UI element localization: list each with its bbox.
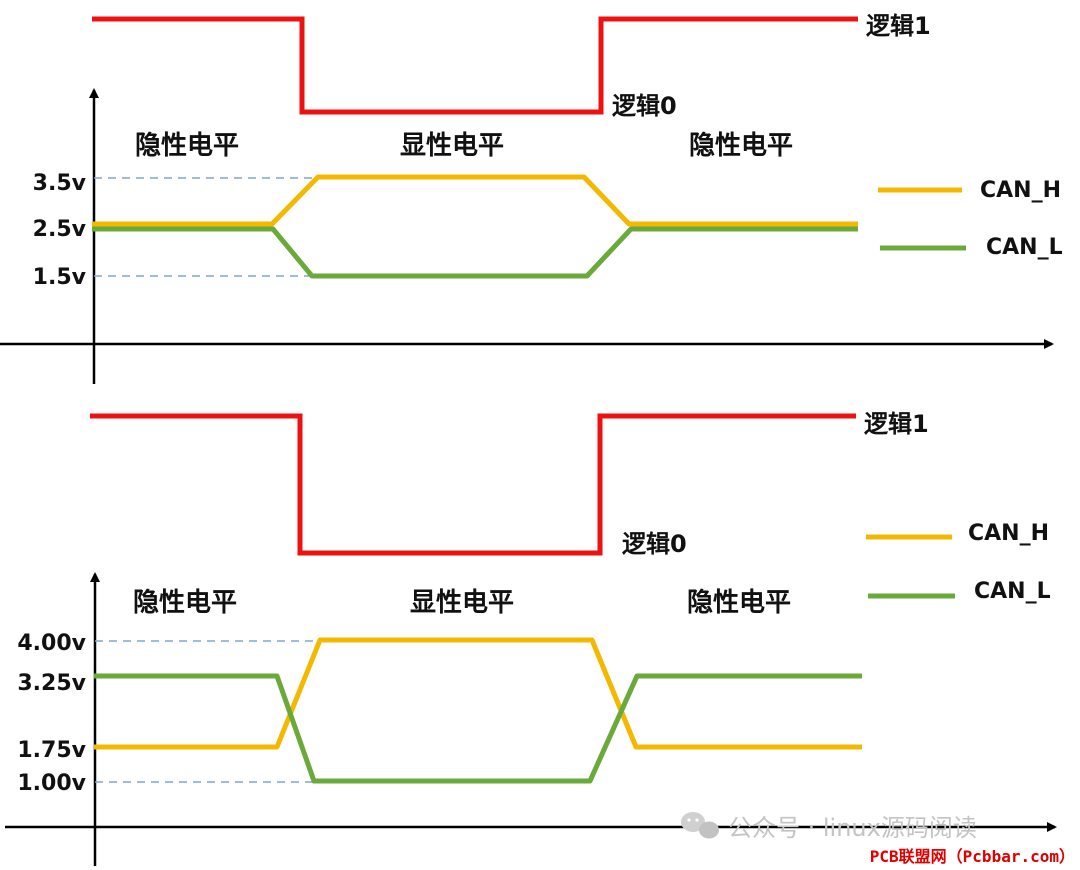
logic-waveform-top (92, 16, 858, 115)
volt-label-3-25v: 3.25v (17, 671, 86, 696)
recessive-right-label-bottom: 隐性电平 (687, 588, 791, 618)
can-l-trace-top (92, 226, 858, 279)
logic-waveform-bottom (90, 413, 856, 556)
legend-can-h-label-bottom: CAN_H (968, 521, 1049, 546)
legend-can-h-label-top: CAN_H (980, 178, 1061, 203)
legend-can-l-label-bottom: CAN_L (974, 579, 1051, 604)
panel-bottom: 逻辑1 逻辑0 隐性电平 显性电平 隐性电平 4.00v 3.25v 1.75v… (5, 410, 1057, 866)
watermark-site-text: PCB联盟网（Pcbbar.com） (870, 847, 1075, 866)
wechat-icon (681, 812, 719, 839)
logic-0-label-top: 逻辑0 (612, 92, 677, 120)
logic-1-label-bottom: 逻辑1 (864, 410, 929, 438)
volt-label-2-5v: 2.5v (33, 217, 87, 242)
volt-label-1-00v: 1.00v (17, 771, 86, 796)
can-h-trace-bottom (94, 637, 862, 750)
recessive-left-label-bottom: 隐性电平 (133, 588, 237, 618)
can-h-trace-top (92, 174, 858, 227)
dominant-label-top: 显性电平 (400, 131, 504, 161)
watermark-wechat-text: 公众号 · linux源码阅读 (728, 814, 977, 842)
recessive-right-label-top: 隐性电平 (689, 131, 793, 161)
volt-label-4-00v: 4.00v (17, 631, 86, 656)
legend-can-l-label-top: CAN_L (986, 235, 1063, 260)
volt-label-1-5v: 1.5v (33, 265, 87, 290)
panel-top: 逻辑1 逻辑0 隐性电平 显性电平 隐性电平 3.5v 2.5v 1.5v CA… (0, 12, 1063, 384)
logic-1-label-top: 逻辑1 (866, 12, 931, 40)
watermark: 公众号 · linux源码阅读 PCB联盟网（Pcbbar.com） (681, 812, 1075, 866)
dominant-label-bottom: 显性电平 (410, 588, 514, 618)
volt-label-3-5v: 3.5v (33, 171, 87, 196)
can-l-trace-bottom (94, 673, 862, 784)
volt-label-1-75v: 1.75v (17, 738, 86, 763)
recessive-left-label-top: 隐性电平 (135, 131, 239, 161)
logic-0-label-bottom: 逻辑0 (622, 530, 687, 558)
